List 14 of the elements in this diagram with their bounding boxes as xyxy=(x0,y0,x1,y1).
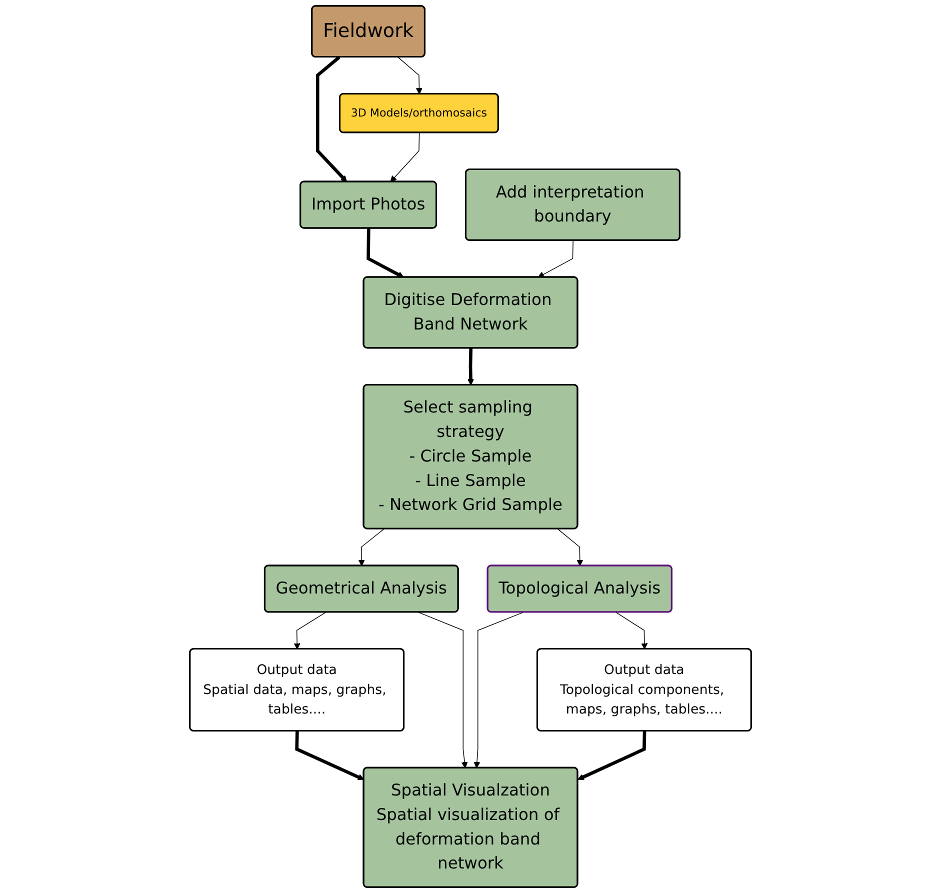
arrow xyxy=(358,528,384,566)
arrow xyxy=(294,612,326,650)
arrow xyxy=(468,348,474,386)
arrow xyxy=(295,731,364,780)
arrow xyxy=(390,132,420,182)
arrow xyxy=(316,56,348,182)
arrow xyxy=(474,612,524,768)
arrow xyxy=(578,731,646,780)
arrow xyxy=(398,56,422,94)
arrow xyxy=(418,612,468,768)
arrow xyxy=(616,612,648,650)
arrow xyxy=(557,528,584,566)
arrow xyxy=(538,240,574,278)
arrow xyxy=(366,228,404,278)
